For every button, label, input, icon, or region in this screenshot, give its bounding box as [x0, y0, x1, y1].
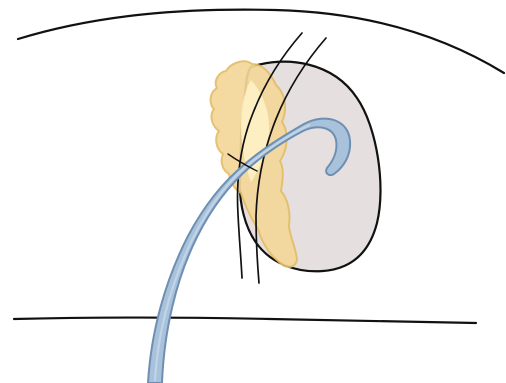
lower-skin-line: [14, 318, 476, 324]
